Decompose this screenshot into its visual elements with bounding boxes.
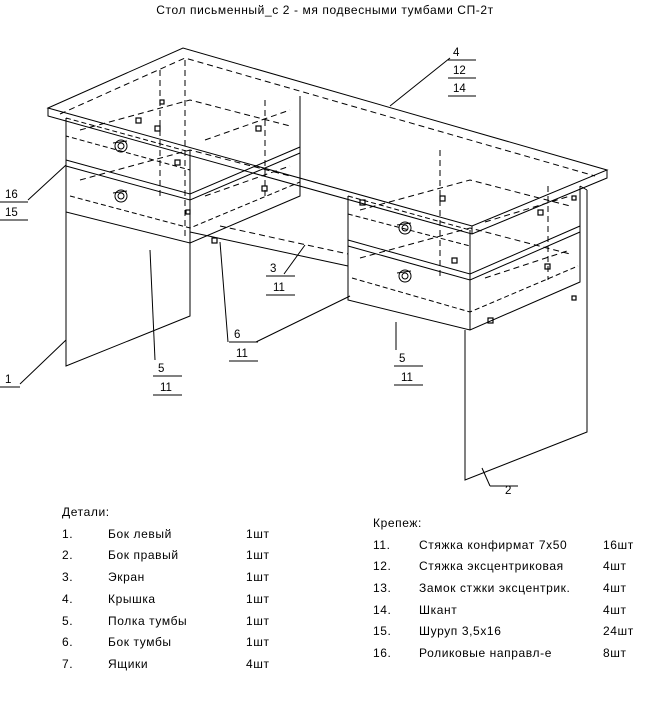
drawer-handle bbox=[112, 189, 128, 203]
desk-top-panel bbox=[46, 47, 609, 235]
svg-text:11: 11 bbox=[401, 372, 413, 384]
drawer-handle bbox=[112, 139, 128, 153]
right-side-panel bbox=[464, 185, 588, 481]
callout-leaders bbox=[19, 57, 491, 487]
drawing-title: Стол письменный_с 2 - мя подвесными тумб… bbox=[156, 3, 494, 17]
left-side-panel bbox=[65, 212, 191, 367]
drawer-handle bbox=[396, 221, 412, 235]
svg-text:14: 14 bbox=[453, 83, 466, 95]
svg-text:5: 5 bbox=[399, 353, 405, 365]
svg-text:11: 11 bbox=[236, 348, 248, 360]
svg-text:11: 11 bbox=[273, 282, 285, 294]
svg-text:6: 6 bbox=[234, 329, 240, 341]
svg-text:5: 5 bbox=[158, 363, 164, 375]
callout-16: 16 15 bbox=[0, 189, 28, 221]
left-pedestal bbox=[65, 60, 301, 244]
callout-5-left: 5 11 bbox=[153, 363, 182, 396]
callout-6: 6 11 bbox=[229, 329, 258, 362]
svg-text:15: 15 bbox=[5, 207, 18, 219]
callout-3: 3 11 bbox=[266, 263, 295, 296]
right-pedestal bbox=[347, 150, 581, 331]
svg-text:16: 16 bbox=[5, 189, 18, 201]
svg-text:3: 3 bbox=[270, 263, 276, 275]
svg-text:1: 1 bbox=[5, 374, 11, 386]
callout-1: 1 bbox=[0, 374, 20, 388]
callout-4: 4 12 14 bbox=[448, 47, 476, 97]
details-heading: Детали: bbox=[62, 505, 110, 519]
svg-text:11: 11 bbox=[160, 382, 172, 394]
fasteners-heading: Крепеж: bbox=[373, 516, 422, 530]
drawer-handle bbox=[396, 269, 412, 283]
modesty-screen bbox=[189, 225, 349, 267]
svg-text:2: 2 bbox=[505, 485, 511, 497]
svg-text:12: 12 bbox=[453, 65, 466, 77]
callout-5-right: 5 11 bbox=[394, 353, 423, 386]
desk-assembly-drawing: 4 12 14 16 15 3 11 6 11 5 11 bbox=[0, 47, 609, 497]
svg-text:4: 4 bbox=[453, 47, 460, 59]
callout-2: 2 bbox=[490, 485, 518, 497]
